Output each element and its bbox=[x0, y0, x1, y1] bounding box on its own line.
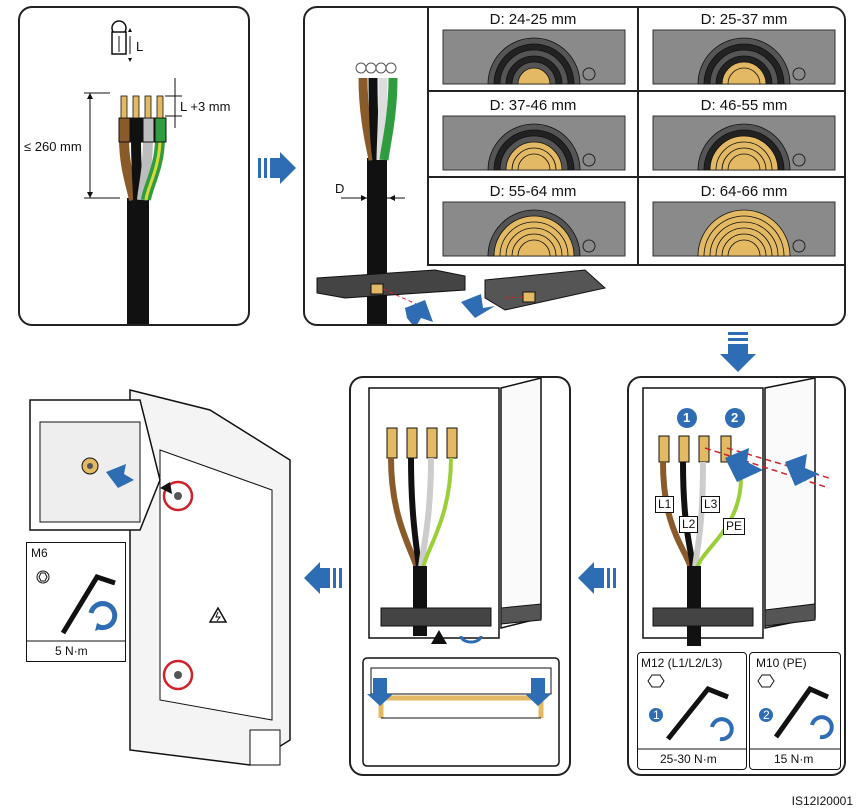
l3-tag: L3 bbox=[701, 496, 721, 514]
cable-diameter-drawing bbox=[316, 62, 607, 324]
m10-title: M10 (PE) bbox=[756, 656, 807, 670]
document-id: IS12I20001 bbox=[791, 794, 853, 808]
sealing-ring-icon bbox=[442, 201, 626, 257]
sealing-ring-icon bbox=[442, 115, 626, 171]
sealing-ring-icon bbox=[442, 29, 626, 85]
ring-cell: D: 64-66 mm bbox=[639, 178, 844, 264]
ring-diameter-label: D: 64-66 mm bbox=[700, 183, 788, 200]
step-1-badge: 1 bbox=[683, 410, 691, 425]
ring-cell: D: 25-37 mm bbox=[639, 8, 844, 92]
arrow-left-icon bbox=[304, 562, 342, 594]
l2-tag: L2 bbox=[679, 516, 699, 534]
ring-cell: D: 24-25 mm bbox=[429, 8, 639, 92]
allen-key-icon bbox=[27, 570, 125, 642]
m12-torque: 25-30 N·m bbox=[660, 752, 717, 766]
sealing-ring-icon bbox=[652, 115, 836, 171]
m10-torque: 15 N·m bbox=[774, 752, 814, 766]
ring-cell: D: 46-55 mm bbox=[639, 92, 844, 178]
ring-diameter-label: D: 37-46 mm bbox=[489, 97, 577, 114]
wired-cabinet-drawing bbox=[362, 378, 560, 767]
ring-grid: D: 24-25 mm D: 25-37 mm D: 37-46 mm D: 46-5… bbox=[427, 8, 844, 266]
m12-title: M12 (L1/L2/L3) bbox=[641, 656, 723, 670]
panel-cover: M6 5 N·m bbox=[10, 370, 300, 775]
panel-sealing-ring: D D: 24-25 mm D: 25-37 mm D: 37-46 mm D: 46… bbox=[303, 6, 846, 326]
step-2-badge: 2 bbox=[731, 410, 739, 425]
cable-strip-drawing bbox=[84, 20, 182, 324]
m12-step: 1 bbox=[653, 708, 660, 722]
m6-tool-box: M6 5 N·m bbox=[26, 542, 126, 662]
l1-tag: L1 bbox=[655, 496, 675, 514]
sealing-ring-icon bbox=[652, 29, 836, 85]
ot-terminal-icon bbox=[111, 20, 132, 62]
ring-diameter-label: D: 25-37 mm bbox=[700, 11, 788, 28]
max-length-label: ≤ 260 mm bbox=[24, 139, 82, 154]
panel-terminal-connect: 1 2 L1 L2 L3 PE M12 (L1/L2/L3) 1 25-30 N… bbox=[627, 376, 846, 776]
sealing-block-left bbox=[316, 269, 466, 299]
pe-tag: PE bbox=[723, 518, 746, 536]
arrow-right-icon bbox=[258, 152, 296, 184]
lug-length-label: L bbox=[136, 39, 144, 54]
socket-wrench-icon bbox=[638, 674, 746, 750]
m10-tool-box: M10 (PE) 2 15 N·m bbox=[749, 652, 841, 770]
panel-cable-strip: L L +3 mm ≤ 260 mm bbox=[18, 6, 250, 326]
ring-cell: D: 55-64 mm bbox=[429, 178, 639, 264]
ring-diameter-label: D: 46-55 mm bbox=[700, 97, 788, 114]
socket-wrench-icon bbox=[750, 674, 840, 750]
strip-length-label: L +3 mm bbox=[180, 99, 231, 114]
arrow-left-icon bbox=[578, 562, 616, 594]
m12-tool-box: M12 (L1/L2/L3) 1 25-30 N·m bbox=[637, 652, 747, 770]
ring-cell: D: 37-46 mm bbox=[429, 92, 639, 178]
arrow-down-icon bbox=[720, 332, 756, 372]
inverter-cover-drawing bbox=[29, 389, 291, 766]
m10-step: 2 bbox=[763, 708, 770, 722]
sealing-block-right bbox=[484, 269, 607, 311]
m6-title: M6 bbox=[31, 546, 48, 560]
m6-torque: 5 N·m bbox=[55, 644, 88, 658]
ring-diameter-label: D: 24-25 mm bbox=[489, 11, 577, 28]
sealing-ring-icon bbox=[652, 201, 836, 257]
ring-diameter-label: D: 55-64 mm bbox=[489, 183, 577, 200]
diameter-label: D bbox=[335, 181, 345, 196]
panel-wiring-seal bbox=[349, 376, 571, 776]
